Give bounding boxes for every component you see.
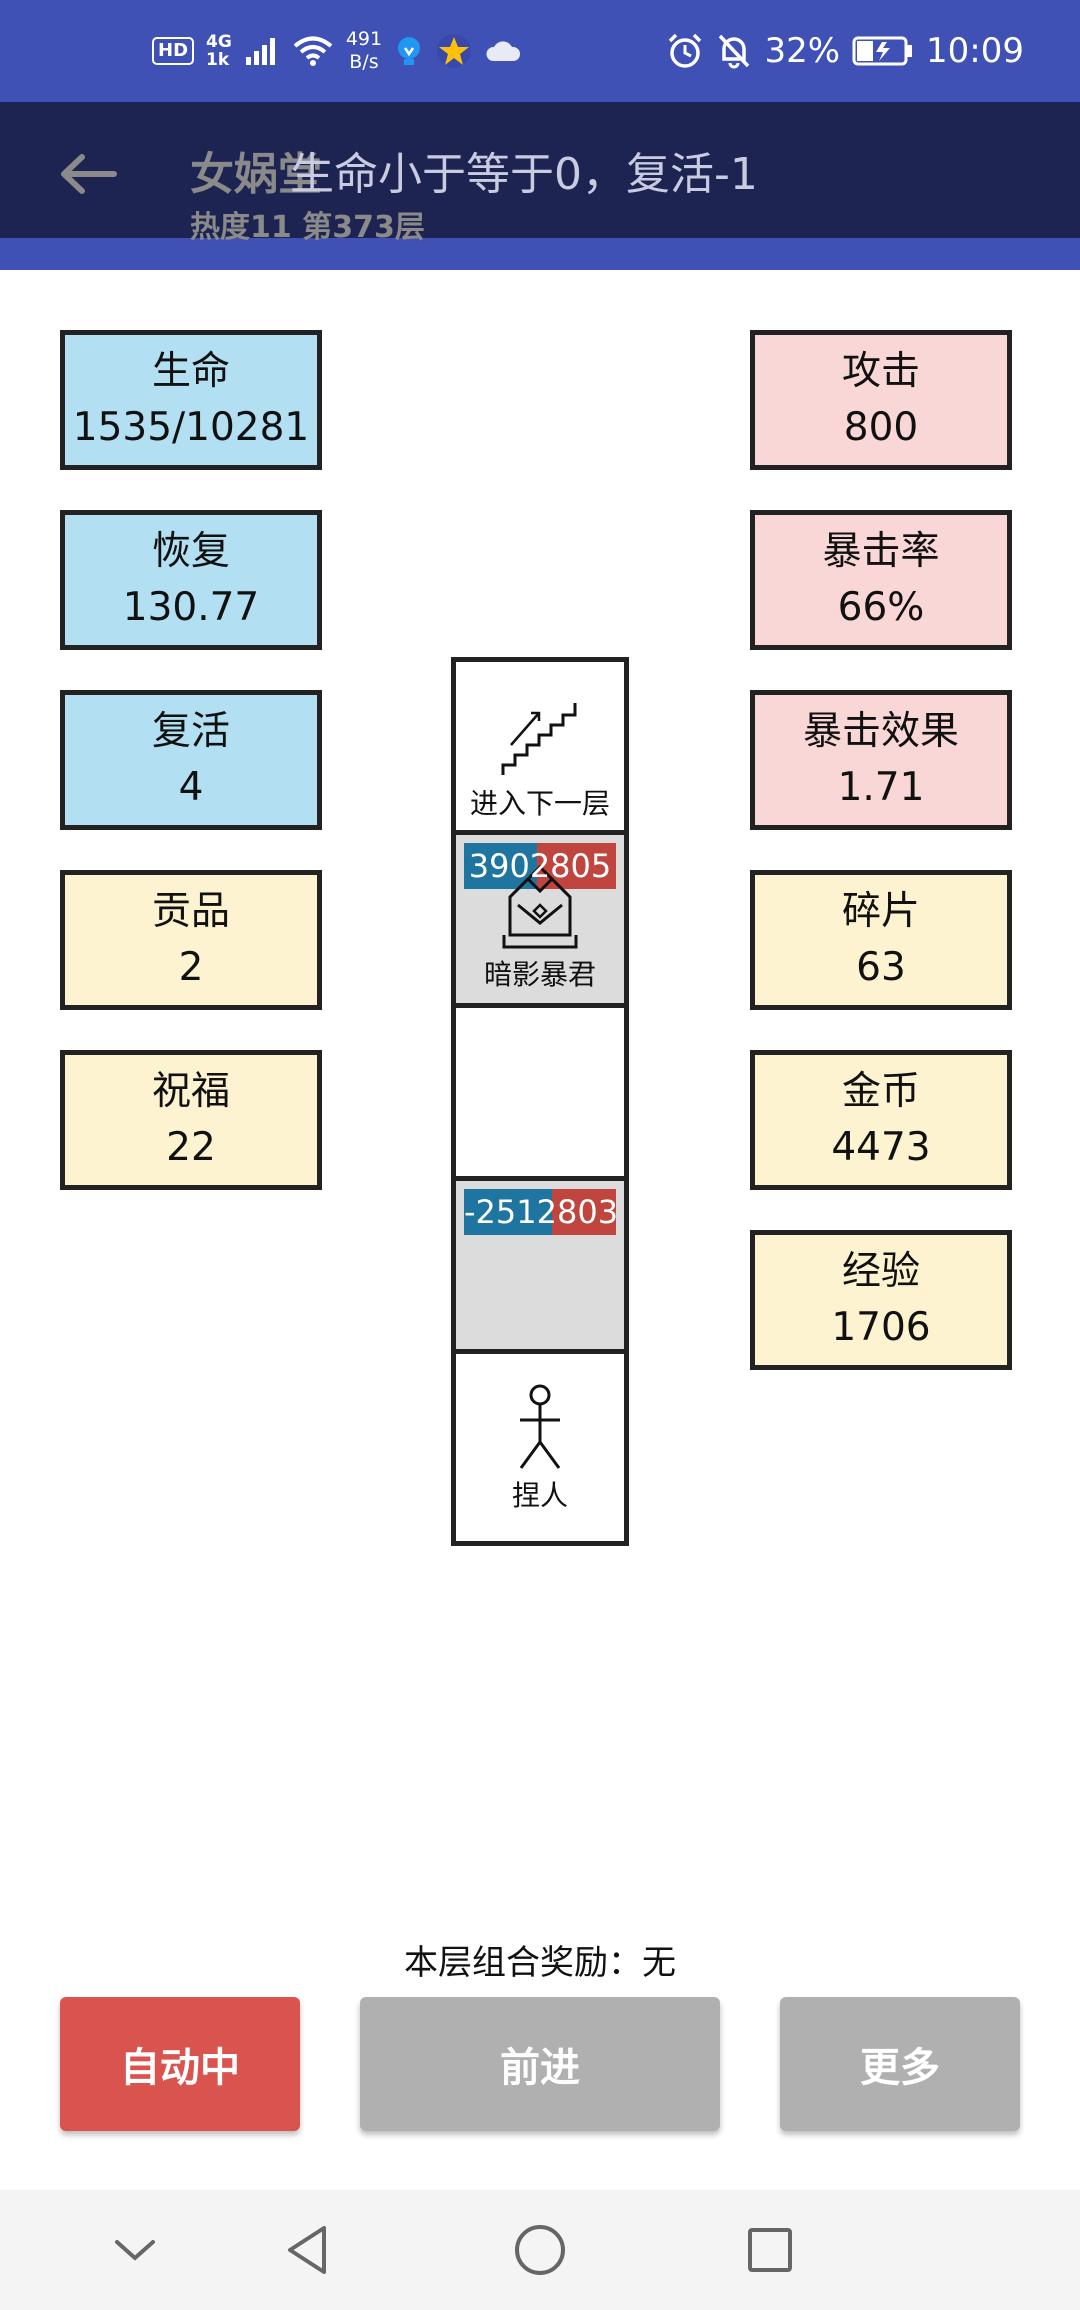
- system-nav-bar: [0, 2190, 1080, 2310]
- hd-badge: HD: [152, 37, 195, 65]
- stairs-label: 进入下一层: [469, 787, 610, 820]
- lightbulb-icon: [398, 37, 421, 65]
- back-triangle-icon[interactable]: [280, 2220, 340, 2280]
- stat-regen: 恢复 130.77: [60, 510, 322, 650]
- tower-cell-stairs[interactable]: 进入下一层: [456, 662, 624, 835]
- home-circle-icon[interactable]: [510, 2220, 570, 2280]
- enemy-hp-text: 3902805: [468, 847, 612, 885]
- stat-value: 4473: [831, 1125, 931, 1170]
- stat-value: 66%: [837, 585, 925, 630]
- stat-blessing: 祝福 22: [60, 1050, 322, 1190]
- cloud-icon: [486, 41, 521, 61]
- net-speed-value: 491: [345, 28, 383, 50]
- damage-hp-fill: [464, 1189, 552, 1235]
- battery-percent: 32%: [764, 31, 841, 71]
- enemy-avatar-icon: [502, 865, 578, 949]
- wifi-icon: [293, 36, 333, 66]
- stat-label: 攻击: [841, 349, 920, 394]
- bell-off-icon: [719, 34, 750, 69]
- tower-cell-empty[interactable]: [456, 1008, 624, 1181]
- stat-label: 恢复: [151, 529, 230, 574]
- stat-label: 暴击效果: [802, 709, 959, 754]
- status-bar: HD 4G 1k 491 B/s: [0, 0, 1080, 102]
- player-name: 捏人: [511, 1479, 568, 1512]
- recents-square-icon[interactable]: [740, 2220, 800, 2280]
- stat-revive: 复活 4: [60, 690, 322, 830]
- damage-hp-bar: [464, 1189, 616, 1235]
- page-title: 女娲堂: [190, 149, 322, 200]
- tower-cell-player[interactable]: 捏人: [456, 1354, 624, 1541]
- signal-icon: [245, 38, 275, 65]
- damage-hp-empty: [552, 1189, 616, 1235]
- revive-toast: 生命小于等于0，复活-1: [290, 149, 758, 200]
- stat-label: 生命: [151, 349, 230, 394]
- app-bar-toolbar: 女娲堂 生命小于等于0，复活-1 热度11 第373层: [0, 102, 1080, 245]
- stat-label: 金币: [841, 1069, 920, 1114]
- stat-value: 63: [856, 945, 906, 990]
- stat-value: 2: [178, 945, 204, 990]
- network-type: 4G: [206, 32, 232, 52]
- damage-hp-text: -2512803: [464, 1193, 619, 1231]
- player-stick-figure-icon: [519, 1384, 561, 1469]
- battery-icon: [852, 36, 913, 66]
- app-bar: 女娲堂 生命小于等于0，复活-1 热度11 第373层: [0, 102, 1080, 270]
- stat-experience: 经验 1706: [750, 1230, 1012, 1370]
- tower: 进入下一层 3902805 暗影暴君 -2512803 捏人: [451, 657, 629, 1546]
- back-arrow-icon[interactable]: [60, 154, 120, 194]
- stat-value: 1.71: [837, 765, 925, 810]
- stat-label: 贡品: [151, 889, 230, 934]
- stat-label: 碎片: [841, 889, 920, 934]
- stat-label: 祝福: [151, 1069, 230, 1114]
- page-subtitle: 热度11 第373层: [190, 210, 425, 245]
- stat-label: 暴击率: [822, 529, 940, 574]
- chevron-down-icon[interactable]: [105, 2220, 165, 2280]
- clock: 10:09: [926, 31, 1024, 71]
- forward-button[interactable]: 前进: [360, 1997, 720, 2131]
- enemy-name: 暗影暴君: [483, 958, 596, 991]
- stat-gold: 金币 4473: [750, 1050, 1012, 1190]
- status-right: 32% 10:09: [666, 0, 1024, 102]
- stat-value: 800: [843, 405, 919, 450]
- net-speed-unit: B/s: [349, 51, 379, 73]
- stat-value: 1706: [831, 1305, 931, 1350]
- floor-reward-text: 本层组合奖励：无: [404, 1943, 676, 1983]
- stat-value: 130.77: [122, 585, 260, 630]
- star-icon: [437, 34, 472, 68]
- stat-crit-rate: 暴击率 66%: [750, 510, 1012, 650]
- stat-hp: 生命 1535/10281: [60, 330, 322, 470]
- net-speed: 491 B/s: [346, 28, 382, 74]
- more-button[interactable]: 更多: [780, 1997, 1020, 2131]
- stairs-icon: [501, 703, 577, 775]
- stat-crit-effect: 暴击效果 1.71: [750, 690, 1012, 830]
- stat-attack: 攻击 800: [750, 330, 1012, 470]
- tower-cell-damage[interactable]: -2512803: [456, 1181, 624, 1354]
- status-left: HD 4G 1k 491 B/s: [152, 0, 522, 102]
- network-indicator: 4G 1k: [206, 33, 232, 69]
- stat-offering: 贡品 2: [60, 870, 322, 1010]
- network-sub: 1k: [206, 50, 230, 70]
- tower-cell-enemy[interactable]: 3902805 暗影暴君: [456, 835, 624, 1008]
- stat-fragments: 碎片 63: [750, 870, 1012, 1010]
- stat-value: 1535/10281: [72, 405, 310, 450]
- stat-value: 4: [178, 765, 204, 810]
- stat-label: 经验: [841, 1249, 920, 1294]
- stat-label: 复活: [151, 709, 230, 754]
- auto-button[interactable]: 自动中: [60, 1997, 300, 2131]
- alarm-icon: [669, 33, 702, 68]
- stat-value: 22: [166, 1125, 216, 1170]
